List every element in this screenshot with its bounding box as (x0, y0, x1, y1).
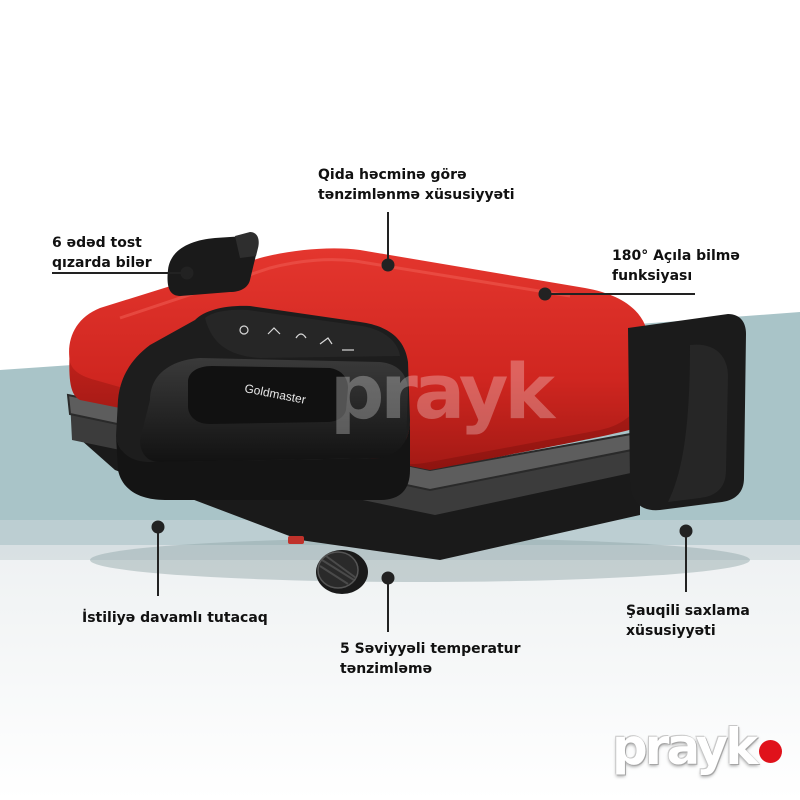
handle-recess (188, 366, 348, 424)
feature-label-temperature: 5 Səviyyəli temperatur tənzimləmə (340, 639, 521, 679)
feature-label-handle: İstiliyə davamlı tutacaq (82, 608, 268, 628)
watermark-text: prayk (330, 347, 555, 436)
rear-hinge (167, 236, 257, 296)
grill-shadow (90, 538, 750, 582)
feature-text-line: qızarda bilər (52, 255, 152, 271)
callout-dot-capacity (381, 258, 395, 272)
feature-text-line: tənzimlənmə xüsusiyyəti (318, 187, 515, 203)
program-icon (319, 337, 333, 345)
callout-dot-toast (180, 266, 194, 280)
feature-text-line: xüsusiyyəti (626, 623, 716, 639)
program-icons (239, 325, 354, 351)
side-hinge-face (668, 344, 728, 502)
feature-text-line: Qida həcminə görə (318, 167, 467, 183)
feature-text-line: tənzimləmə (340, 661, 433, 677)
feature-text-line: Şauqili saxlama (626, 603, 750, 619)
callout-dot-storage (679, 524, 693, 538)
brand-logo-text: prayk (612, 718, 758, 776)
callout-dot-temp (381, 571, 395, 585)
feature-text-line: funksiyası (612, 268, 693, 284)
callout-dot-handle (151, 520, 165, 534)
knob-ridges (319, 555, 357, 585)
power-indicator-light (288, 536, 304, 544)
feature-label-capacity: Qida həcminə görə tənzimlənmə xüsusiyyət… (318, 165, 515, 205)
feature-text-line: 6 ədəd tost (52, 235, 142, 251)
program-icon (267, 327, 281, 335)
feature-text-line: 5 Səviyyəli temperatur (340, 641, 521, 657)
brand-logo: prayk (612, 722, 782, 772)
floor (0, 545, 800, 800)
temperature-knob[interactable] (316, 550, 368, 594)
brand-logo-dot-icon (758, 739, 782, 763)
program-icon (295, 333, 307, 339)
handle-left-side (116, 420, 410, 500)
feature-text-line: İstiliyə davamlı tutacaq (82, 610, 268, 626)
rear-hinge-tab (235, 232, 259, 258)
feature-text-line: 180° Açıla bilmə (612, 248, 740, 264)
feature-label-storage: Şauqili saxlama xüsusiyyəti (626, 601, 750, 641)
lid-highlight (119, 258, 571, 320)
feature-label-open-angle: 180° Açıla bilmə funksiyası (612, 246, 740, 286)
feature-label-toast: 6 ədəd tost qızarda bilər (52, 233, 152, 273)
program-icon (239, 325, 249, 335)
callout-lines (52, 212, 695, 632)
grill-plate-edge (70, 400, 645, 515)
callout-dot-open (538, 287, 552, 301)
